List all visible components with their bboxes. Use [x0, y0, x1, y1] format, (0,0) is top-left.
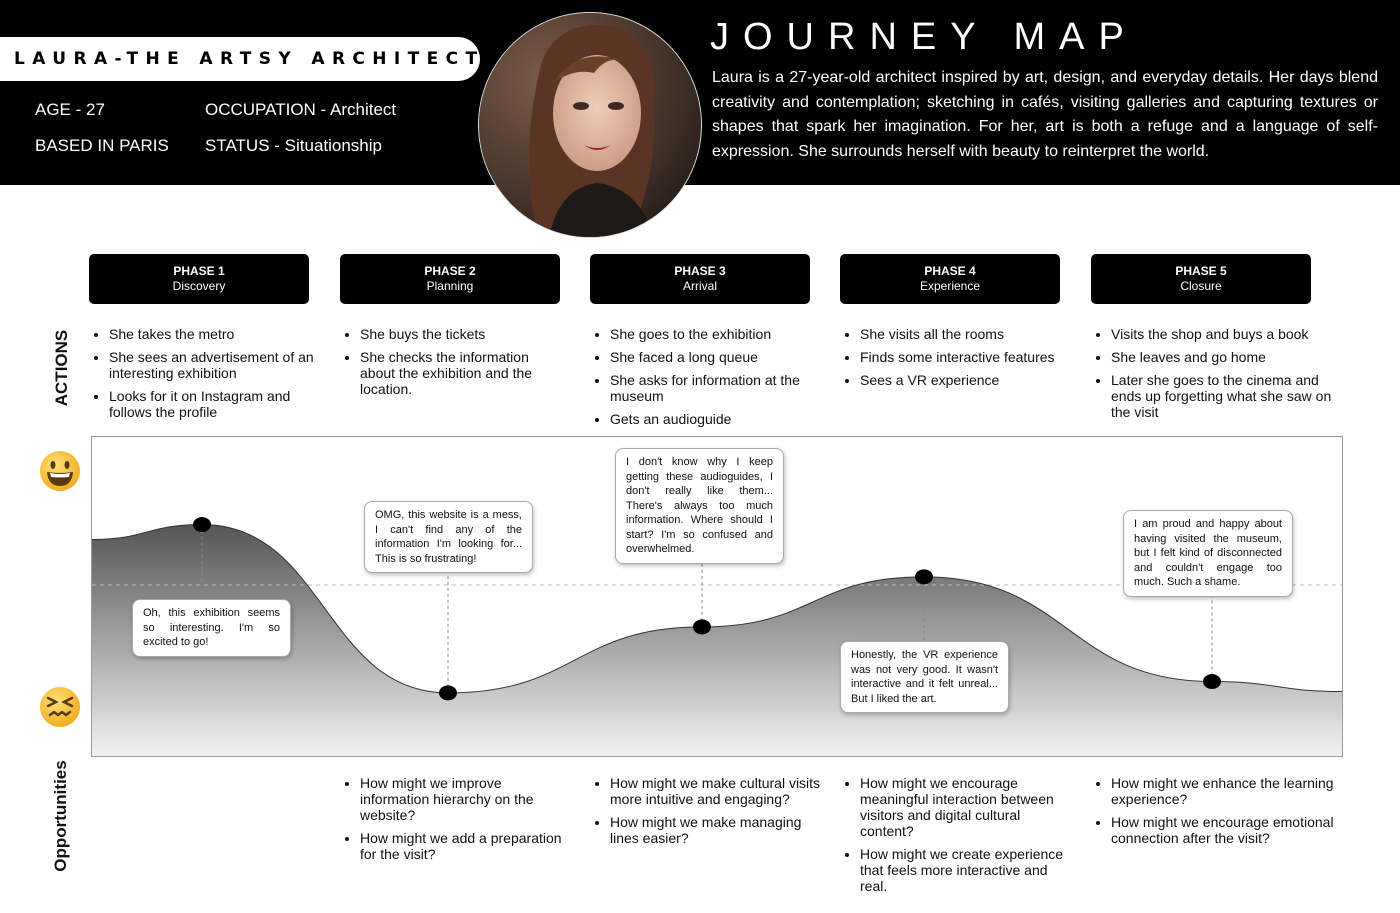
emotion-point-2: [439, 685, 457, 701]
actions-row-label: ACTIONS: [52, 329, 71, 407]
emotion-curve-chart: [91, 436, 1343, 757]
action-item: She sees an advertisement of an interest…: [109, 349, 314, 381]
phase-name: Experience: [919, 279, 981, 293]
phase-4-actions: She visits all the rooms Finds some inte…: [840, 326, 1065, 395]
quote-bubble-phase-2: OMG, this website is a mess, I can't fin…: [364, 501, 533, 573]
profile-header: LAURA-THE ARTSY ARCHITECT AGE - 27 OCCUP…: [0, 0, 1400, 185]
action-item: Finds some interactive features: [860, 349, 1065, 365]
phase-3-header: PHASE 3 Arrival: [590, 254, 810, 304]
status-label: STATUS - Situationship: [205, 136, 382, 155]
action-item: She asks for information at the museum: [610, 372, 815, 404]
phase-5-opportunities: How might we enhance the learning experi…: [1091, 775, 1336, 853]
phase-name: Arrival: [682, 279, 717, 293]
action-item: Looks for it on Instagram and follows th…: [109, 388, 314, 420]
action-item: She goes to the exhibition: [610, 326, 815, 342]
phase-title: PHASE 3: [674, 264, 726, 278]
emotion-point-3: [693, 619, 711, 635]
phase-5-actions: Visits the shop and buys a book She leav…: [1091, 326, 1336, 427]
frustrated-face-icon: [40, 687, 80, 727]
age-label: AGE - 27: [35, 100, 105, 119]
phase-2-actions: She buys the tickets She checks the info…: [340, 326, 565, 404]
emotion-point-4: [915, 569, 933, 585]
phase-4-header: PHASE 4 Experience: [840, 254, 1060, 304]
opportunity-item: How might we enhance the learning experi…: [1111, 775, 1336, 807]
phase-1-actions: She takes the metro She sees an advertis…: [89, 326, 314, 427]
opportunity-item: How might we make cultural visits more i…: [610, 775, 825, 807]
persona-name: LAURA-THE ARTSY ARCHITECT: [14, 49, 485, 69]
action-item: Gets an audioguide: [610, 411, 815, 427]
phase-title: PHASE 4: [924, 264, 976, 278]
action-item: Later she goes to the cinema and ends up…: [1111, 372, 1336, 420]
action-item: She leaves and go home: [1111, 349, 1336, 365]
action-item: She takes the metro: [109, 326, 314, 342]
phase-3-actions: She goes to the exhibition She faced a l…: [590, 326, 815, 434]
phase-1-header: PHASE 1 Discovery: [89, 254, 309, 304]
page-title: JOURNEY MAP: [710, 16, 1138, 58]
location-label: BASED IN PARIS: [35, 136, 169, 155]
phase-title: PHASE 1: [173, 264, 225, 278]
action-item: She faced a long queue: [610, 349, 815, 365]
phase-title: PHASE 2: [424, 264, 476, 278]
opportunity-item: How might we improve information hierarc…: [360, 775, 565, 823]
action-item: She visits all the rooms: [860, 326, 1065, 342]
opportunity-item: How might we encourage emotional connect…: [1111, 814, 1336, 846]
action-item: She checks the information about the exh…: [360, 349, 565, 397]
quote-bubble-phase-1: Oh, this exhibition seems so interesting…: [132, 599, 291, 657]
phase-4-opportunities: How might we encourage meaningful intera…: [840, 775, 1065, 901]
action-item: Sees a VR experience: [860, 372, 1065, 388]
emotion-area: [92, 524, 1342, 756]
opportunity-item: How might we create experience that feel…: [860, 846, 1065, 894]
phase-2-opportunities: How might we improve information hierarc…: [340, 775, 565, 869]
persona-photo: [478, 12, 702, 238]
emotion-point-1: [193, 517, 211, 533]
phase-2-header: PHASE 2 Planning: [340, 254, 560, 304]
quote-bubble-phase-3: I don't know why I keep getting these au…: [615, 448, 784, 564]
quote-bubble-phase-4: Honestly, the VR experience was not very…: [840, 641, 1009, 713]
portrait-illustration: [479, 13, 701, 237]
action-item: Visits the shop and buys a book: [1111, 326, 1336, 342]
happy-face-icon: [40, 451, 80, 491]
opportunity-item: How might we encourage meaningful intera…: [860, 775, 1065, 839]
phase-name: Closure: [1180, 279, 1222, 293]
persona-name-banner: LAURA-THE ARTSY ARCHITECT: [0, 37, 480, 81]
opportunity-item: How might we add a preparation for the v…: [360, 830, 565, 862]
occupation-label: OCCUPATION - Architect: [205, 100, 397, 119]
phase-5-header: PHASE 5 Closure: [1091, 254, 1311, 304]
opportunity-item: How might we make managing lines easier?: [610, 814, 825, 846]
emotion-point-5: [1203, 674, 1221, 690]
persona-description: Laura is a 27-year-old architect inspire…: [712, 69, 1378, 160]
phase-name: Discovery: [172, 279, 226, 293]
action-item: She buys the tickets: [360, 326, 565, 342]
phase-title: PHASE 5: [1175, 264, 1227, 278]
emotion-curve: [92, 517, 1342, 756]
opportunities-row-label: Opportunities: [51, 760, 70, 872]
phase-name: Planning: [426, 279, 474, 293]
phase-3-opportunities: How might we make cultural visits more i…: [590, 775, 825, 853]
quote-bubble-phase-5: I am proud and happy about having visite…: [1123, 510, 1293, 597]
